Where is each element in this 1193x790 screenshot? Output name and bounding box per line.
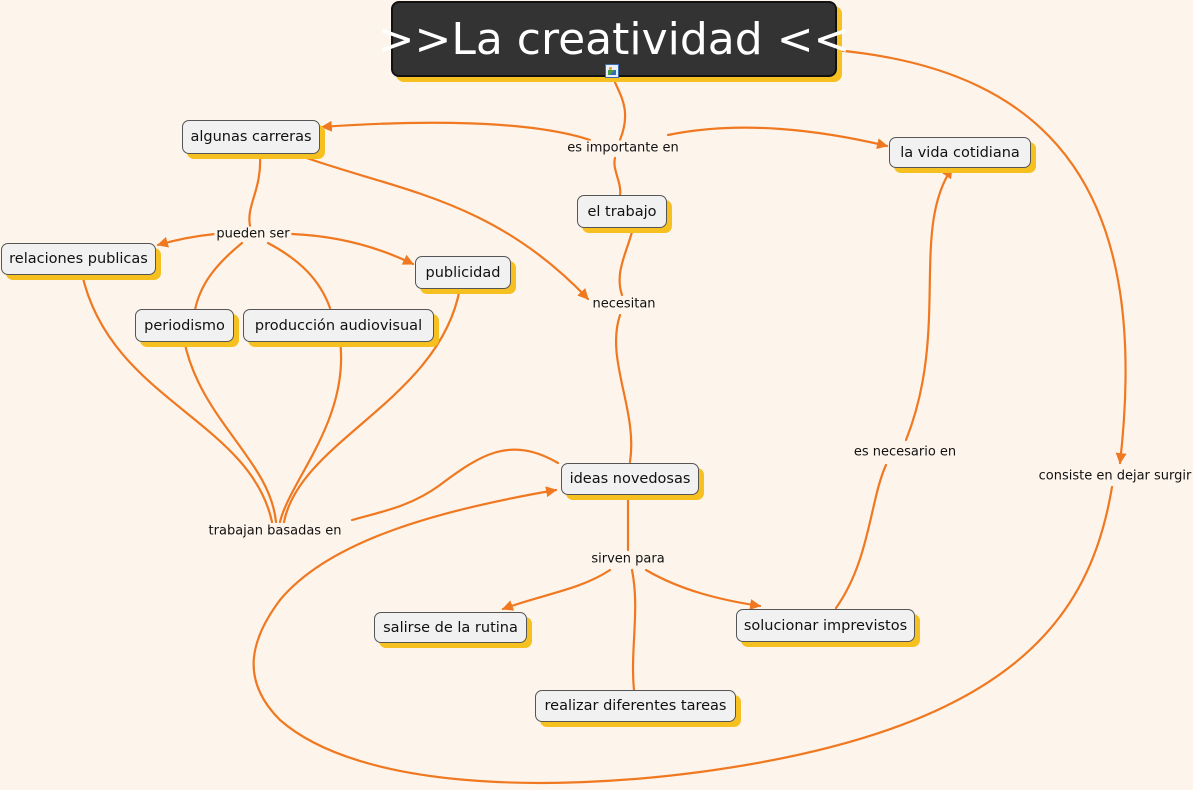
connector-ideas-to-trabajan <box>350 448 560 522</box>
connector-solucionar-to-es-necesario <box>834 463 888 610</box>
node-label: la vida cotidiana <box>900 144 1020 161</box>
node-periodismo[interactable]: periodismo <box>135 309 234 342</box>
connector-el-trabajo-to-necesitan <box>618 226 635 297</box>
node-la-vida-cotidiana[interactable]: la vida cotidiana <box>889 137 1031 168</box>
connector-algunas-carreras-to-pueden-ser <box>248 153 262 228</box>
connector-to-la-vida-cotidiana <box>666 126 889 150</box>
link-label-es-necesario-en: es necesario en <box>851 444 959 460</box>
link-label-necesitan: necesitan <box>590 296 658 312</box>
node-relaciones-publicas[interactable]: relaciones publicas <box>1 243 156 275</box>
connector-consiste-to-ideas <box>252 485 1114 785</box>
node-label: publicidad <box>425 264 501 281</box>
connector-to-publicidad <box>290 232 415 266</box>
connector-to-algunas-carreras <box>320 120 592 142</box>
connector-title-to-consiste <box>832 48 1127 465</box>
node-label: realizar diferentes tareas <box>544 698 727 714</box>
node-label: relaciones publicas <box>9 251 148 267</box>
node-label: salirse de la rutina <box>383 619 518 636</box>
connector-title-to-es-importante <box>612 78 627 142</box>
connector-to-salirse <box>501 568 612 611</box>
node-el-trabajo[interactable]: el trabajo <box>577 195 667 228</box>
node-realizar-diferentes-tareas[interactable]: realizar diferentes tareas <box>535 690 736 722</box>
connector-to-relaciones-publicas <box>156 232 217 248</box>
connector-algunas-carreras-to-necesitan <box>288 150 590 301</box>
node-label: algunas carreras <box>190 129 312 145</box>
main-title-node[interactable]: >>La creatividad << <box>378 1 850 77</box>
connector-to-el-trabajo <box>613 156 622 198</box>
node-label: solucionar imprevistos <box>743 617 908 634</box>
connector-periodismo-to-trabajan <box>182 338 278 524</box>
node-ideas-novedosas[interactable]: ideas novedosas <box>561 463 699 495</box>
connector-to-produccion-audiovisual <box>266 241 332 310</box>
connector-produccion-to-trabajan <box>278 338 343 524</box>
connector-publicidad-to-trabajan <box>282 286 462 524</box>
connector-to-periodismo <box>193 241 244 312</box>
main-title-text: >>La creatividad << <box>377 13 851 65</box>
node-label: ideas novedosas <box>569 471 691 487</box>
node-algunas-carreras[interactable]: algunas carreras <box>182 120 320 154</box>
connector-relaciones-to-trabajan <box>80 272 274 524</box>
node-label: producción audiovisual <box>254 317 423 334</box>
connector-to-solucionar <box>644 568 762 610</box>
node-produccion-audiovisual[interactable]: producción audiovisual <box>243 309 434 342</box>
image-icon[interactable] <box>605 64 619 78</box>
connector-to-realizar <box>630 568 637 692</box>
link-label-consiste-en-dejar-surgir: consiste en dejar surgir <box>1036 468 1193 484</box>
node-publicidad[interactable]: publicidad <box>415 256 511 289</box>
connector-necesitan-to-ideas <box>615 313 633 464</box>
node-salirse-de-la-rutina[interactable]: salirse de la rutina <box>374 612 527 643</box>
node-label: periodismo <box>144 317 225 334</box>
node-label: el trabajo <box>587 203 657 220</box>
link-label-trabajan-basadas-en: trabajan basadas en <box>206 523 344 539</box>
link-label-es-importante-en: es importante en <box>565 140 681 156</box>
link-label-sirven-para: sirven para <box>589 551 667 567</box>
link-label-pueden-ser: pueden ser <box>214 226 292 242</box>
node-solucionar-imprevistos[interactable]: solucionar imprevistos <box>736 609 915 642</box>
connector-es-necesario-to-vida <box>904 166 954 442</box>
